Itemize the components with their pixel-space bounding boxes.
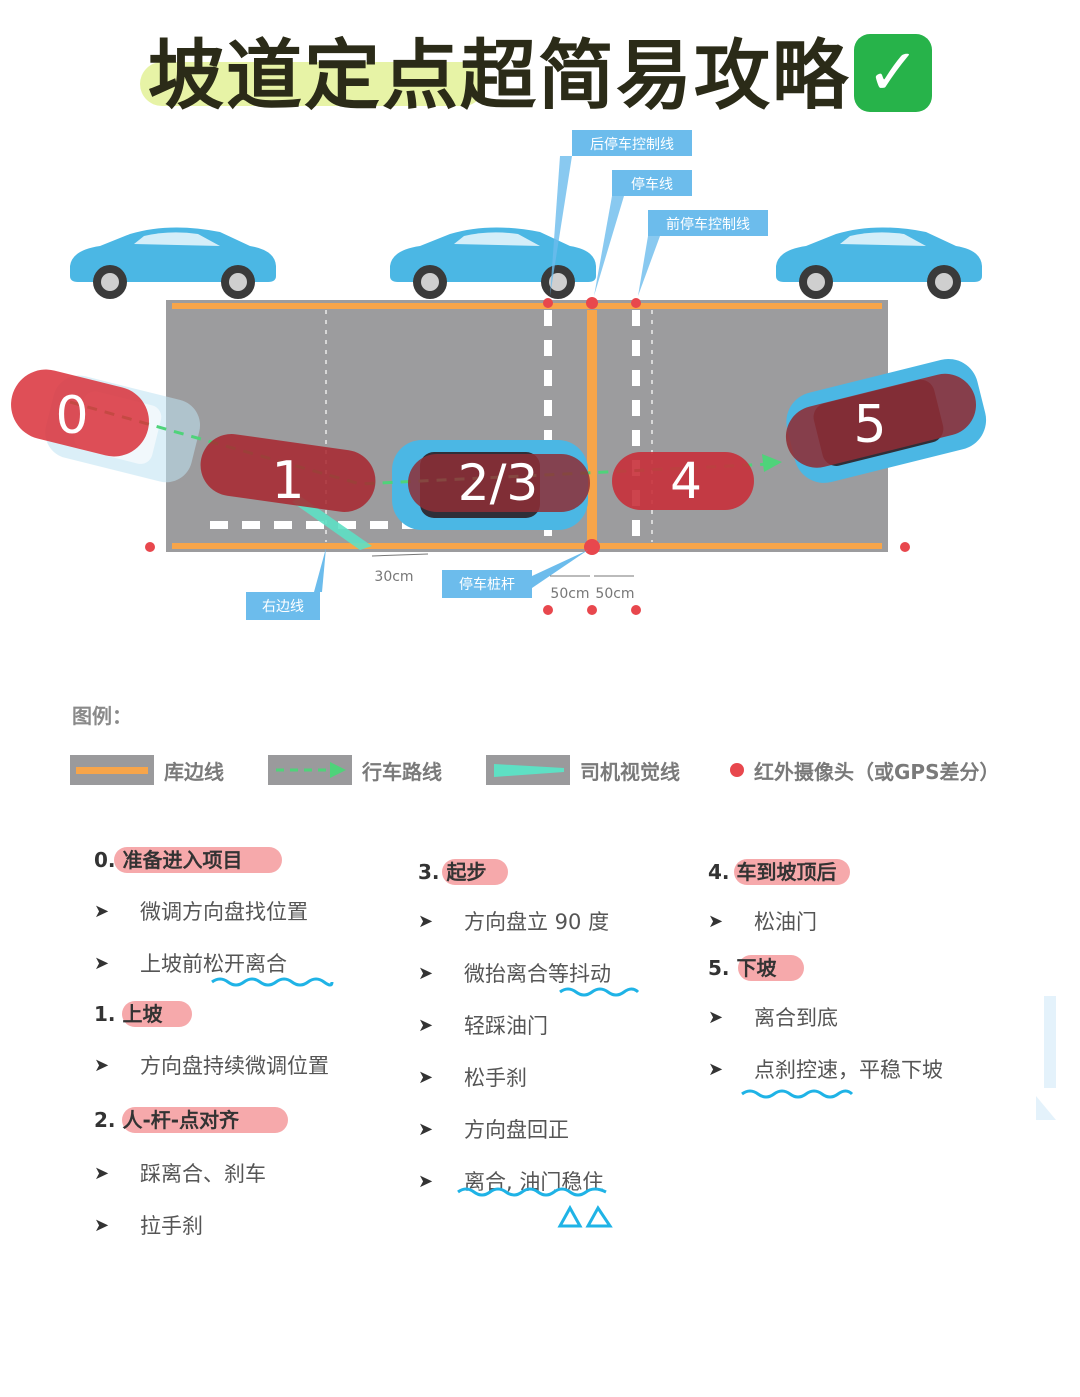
- svg-text:前停车控制线: 前停车控制线: [666, 216, 750, 233]
- svg-text:50cm: 50cm: [550, 586, 589, 602]
- orange-edge-line-icon: [70, 755, 154, 785]
- step-heading: 1. 上坡: [94, 994, 242, 1034]
- legend-title: 图例：: [72, 704, 132, 728]
- step-item: ➤上坡前松开离合: [94, 952, 287, 976]
- hill-start-diagram: 0 1 2/3 4 5 后停车控制线 停车线 前停车控制线 右边线 停车桩杆 3…: [11, 130, 987, 620]
- emphasis-triangles-icon: [557, 1204, 613, 1228]
- svg-text:5: 5: [853, 395, 886, 455]
- step-item: ➤松油门: [708, 910, 817, 934]
- step-item: ➤方向盘立 90 度: [418, 910, 610, 934]
- stage-4-pill: 4: [612, 452, 754, 510]
- wavy-underline: [559, 987, 640, 997]
- svg-text:30cm: 30cm: [374, 569, 413, 585]
- svg-text:4: 4: [670, 452, 702, 510]
- legend-item: 红外摄像头（或GPS差分）: [730, 752, 999, 788]
- svg-text:1: 1: [271, 451, 304, 511]
- step-item: ➤踩离合、刹车: [94, 1162, 266, 1186]
- step-heading: 3. 起步: [418, 852, 508, 892]
- stage-1-pill: 1: [200, 434, 376, 512]
- svg-text:2/3: 2/3: [458, 454, 538, 512]
- step-heading: 5. 下坡: [708, 948, 836, 988]
- step-item: ➤方向盘回正: [418, 1118, 569, 1142]
- legend-item: 司机视觉线: [486, 752, 680, 788]
- title-bar: 坡道定点超简易攻略✓: [0, 28, 1080, 124]
- page-title: 坡道定点超简易攻略: [148, 31, 850, 120]
- label-rear-stop-box: [572, 130, 692, 156]
- dashed-arrow-route-icon: [268, 755, 352, 785]
- title-highlight: [140, 62, 485, 106]
- label-front-stop-box: [648, 210, 768, 236]
- side-car-icon: [776, 227, 982, 299]
- step-item: ➤点刹控速，平稳下坡: [708, 1058, 943, 1082]
- svg-text:0: 0: [55, 386, 88, 446]
- label-stop-pole-box: [442, 570, 532, 598]
- stage-23-pill: 2/3: [408, 454, 590, 512]
- stage-5-pill: 5: [785, 373, 977, 468]
- side-car-icon: [390, 227, 596, 299]
- step-item: ➤离合, 油门稳住: [418, 1170, 604, 1194]
- step-item: ➤松手刹: [418, 1066, 527, 1090]
- step-item: ➤微调方向盘找位置: [94, 900, 308, 924]
- svg-text:右边线: 右边线: [262, 599, 304, 615]
- sight-line: [292, 496, 372, 550]
- step-heading: 4. 车到坡顶后: [708, 852, 850, 892]
- svg-text:停车桩杆: 停车桩杆: [459, 576, 515, 593]
- red-dot-icon: [730, 763, 744, 777]
- svg-text:50cm: 50cm: [595, 586, 634, 602]
- stage-0-pill: 0: [11, 369, 149, 457]
- svg-text:后停车控制线: 后停车控制线: [590, 136, 674, 153]
- steps-column-2: 3. 起步 ➤方向盘立 90 度 ➤微抬离合等抖动 ➤轻踩油门 ➤松手刹 ➤方向…: [418, 852, 611, 1208]
- step-item: ➤离合到底: [708, 1006, 838, 1030]
- step-item: ➤拉手刹: [94, 1214, 203, 1238]
- label-stop-line-box: [612, 170, 692, 196]
- svg-text:停车线: 停车线: [631, 176, 673, 193]
- label-right-edge-box: [246, 592, 320, 620]
- wavy-underline: [741, 1089, 854, 1099]
- steps-column-3: 4. 车到坡顶后 ➤松油门 5. 下坡 ➤离合到底 ➤点刹控速，平稳下坡: [708, 852, 943, 1096]
- sensor-dots: [145, 297, 910, 615]
- legend: 图例：: [72, 700, 132, 729]
- wavy-underline: [457, 1187, 607, 1197]
- wavy-underline: [211, 977, 334, 987]
- step-item: ➤轻踩油门: [418, 1014, 548, 1038]
- legend-item: 行车路线: [268, 752, 442, 788]
- steps-section: 0. 准备进入项目 ➤微调方向盘找位置 ➤上坡前松开离合 1. 上坡 ➤方向盘持…: [0, 840, 1080, 1280]
- legend-item: 库边线: [70, 752, 224, 788]
- sight-line-icon: [486, 755, 570, 785]
- step-item: ➤方向盘持续微调位置: [94, 1054, 329, 1078]
- step-heading: 2. 人-杆-点对齐: [94, 1100, 288, 1140]
- check-mark-button-icon: ✓: [854, 34, 932, 112]
- side-decoration: [1036, 996, 1056, 1120]
- steps-column-1: 0. 准备进入项目 ➤微调方向盘找位置 ➤上坡前松开离合 1. 上坡 ➤方向盘持…: [94, 840, 329, 1252]
- step-heading: 0. 准备进入项目: [94, 840, 282, 880]
- side-car-icon: [70, 227, 276, 299]
- step-item: ➤微抬离合等抖动: [418, 962, 611, 986]
- legend-row: 库边线 行车路线 司机视觉线 红外摄像头（或GPS差分）: [70, 752, 1030, 788]
